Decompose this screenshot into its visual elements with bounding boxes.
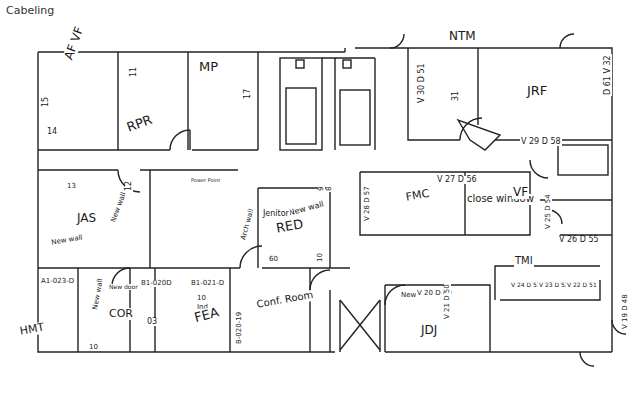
plan-label: D 61 V 32: [604, 54, 612, 96]
plan-label: RPR: [124, 112, 155, 134]
plan-label: 8: [326, 186, 333, 192]
plan-label: JDJ: [420, 324, 438, 337]
plan-label: HMT: [18, 321, 46, 337]
plan-label: V 23 D 52: [538, 282, 570, 288]
plan-label: 10: [88, 344, 99, 351]
plan-label: 11: [130, 66, 138, 78]
plan-title: Cabeling: [6, 4, 54, 17]
plan-label: Arch wall: [240, 207, 256, 242]
plan-label: V 19 D 48: [622, 293, 629, 330]
plan-label: 13: [66, 183, 77, 190]
plan-label: V 28 D 57: [364, 185, 371, 222]
plan-label: 12: [125, 180, 133, 192]
plan-label: JRF: [526, 84, 548, 98]
plan-label: 15: [42, 96, 50, 108]
plan-label: Power Point: [190, 178, 221, 183]
plan-label: NTM: [448, 30, 477, 43]
plan-label: MP: [198, 60, 219, 74]
plan-label: V 26 D 55: [558, 236, 600, 244]
plan-label: VF: [512, 186, 529, 199]
plan-label: V 24 D 53: [510, 282, 542, 288]
plan-label: New door: [108, 284, 139, 290]
plan-label: B1-020D: [140, 280, 173, 287]
plan-label: V 30 D 51: [418, 62, 426, 104]
plan-label: FMC: [404, 188, 431, 204]
plan-label: V 25 D 54: [545, 193, 552, 230]
plan-label: Jenitor: [262, 210, 290, 218]
plan-label: 10: [317, 252, 324, 263]
plan-label: New wall: [110, 191, 128, 225]
plan-label: 31: [452, 90, 460, 102]
plan-label: B1-021-D: [190, 280, 225, 287]
plan-label: New wall: [92, 277, 105, 311]
plan-label: V 27 D 56: [436, 176, 478, 184]
plan-label: V 21 D 50: [444, 283, 451, 320]
plan-label: 60: [268, 256, 279, 263]
plan-label: RED: [274, 217, 305, 236]
plan-label: V 22 D 51: [566, 282, 598, 288]
plan-label: 9: [318, 186, 325, 192]
plan-label: 03: [146, 318, 158, 326]
plan-label: A1-023-D: [40, 278, 75, 285]
plan-label: COR: [108, 308, 134, 320]
plan-label: Conf. Room: [255, 290, 315, 311]
plan-label: AF VF: [62, 24, 86, 62]
plan-label: TMI: [514, 256, 534, 267]
plan-label: B-020-19: [236, 311, 243, 345]
plan-label: 14: [46, 128, 58, 136]
plan-label: 17: [244, 88, 252, 100]
plan-label: New wall: [287, 200, 326, 218]
plan-label: JAS: [76, 212, 97, 225]
plan-label: New wall: [50, 234, 84, 247]
plan-label: V 29 D 58: [520, 138, 562, 146]
plan-label: 10: [196, 295, 207, 302]
